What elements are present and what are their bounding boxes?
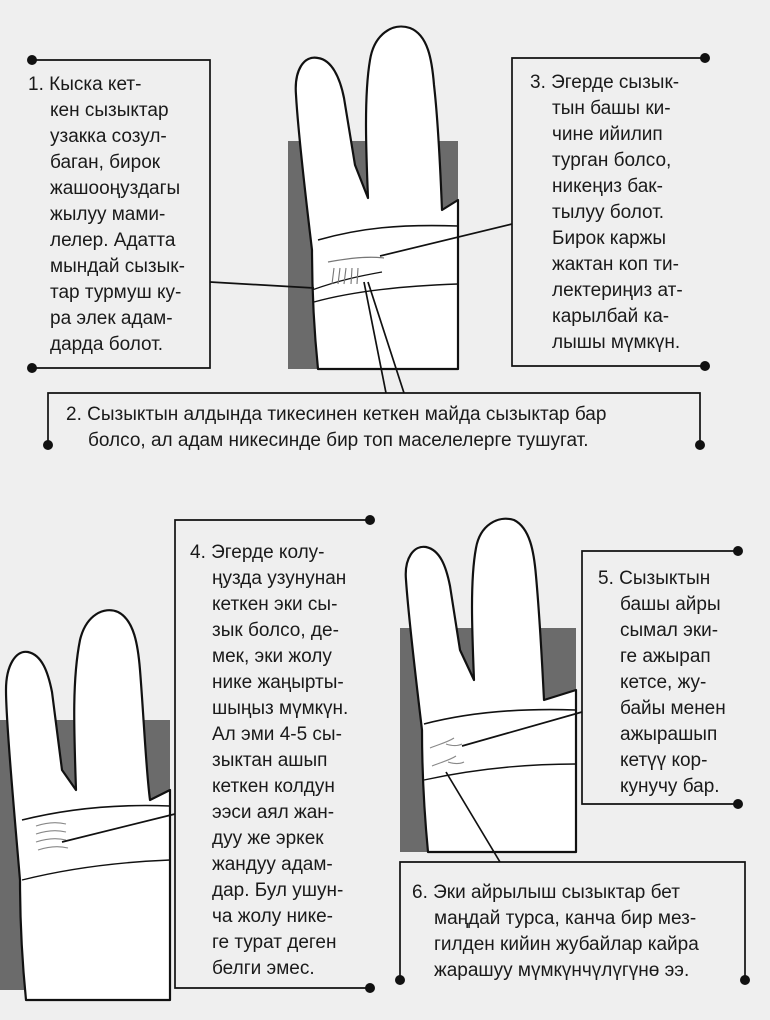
heart-line-top [327,256,385,263]
note-1-line: лелер. Адатта [50,230,176,251]
note-4-line: жандуу адам- [212,854,333,875]
note-4-line: нике жаңырты- [212,672,344,693]
note-1-line: тар турмуш ку- [50,282,182,303]
note-4-line: ча жолу нике- [212,906,333,927]
palm-crease-br-1 [423,708,577,725]
two-long-lines [35,822,69,851]
note-3-line: карылбай ка- [552,306,670,327]
forked-lines [429,737,465,767]
leader-6 [445,771,501,863]
note-1-line: узакка созул- [50,126,167,147]
note-4-line: мек, эки жолу [212,646,332,667]
note-1-line: 1. Кыска кет- [28,74,142,95]
palm-crease-br-2 [423,763,577,781]
note-5-line: кунучу бар. [620,776,720,797]
hand-shape-top [294,25,460,371]
note-4-line: ге турат деген [212,932,337,953]
note-5-line: башы айры [620,594,721,615]
note-4-line: зык болсо, де- [212,620,339,641]
note-4-line: дар. Бул ушун- [212,880,344,901]
hand-shape-bottom-right [404,517,578,854]
hand-illustration-bottom-right [400,517,578,854]
note-4-line: ээси аял жан- [212,802,335,823]
note-4-line: шыңыз мүмкүн. [212,698,349,719]
hand-illustration-top [288,25,460,371]
note-5-line: 5. Сызыктын [598,568,711,589]
note-4-line: 4. Эгерде колу- [190,542,325,563]
note-4-line: дуу же эркек [212,828,324,849]
note-5-line: сымал эки- [620,620,719,641]
note-1: 1. Кыска кет- кен сызыктар узакка созул-… [28,72,185,358]
palm-crease-top-3 [313,283,459,303]
note-2-line: болсо, ал адам никесинде бир топ маселел… [88,430,589,451]
note-4-line: кеткен колдун [212,776,335,797]
palm-crease-top-1 [317,224,459,241]
note-3-line: тылуу болот. [552,202,665,223]
short-vertical-lines [331,267,359,285]
note-4-line: ңузда узунунан [212,568,347,589]
note-5-line: ажырашып [620,724,718,745]
note-1-line: жашооңуздагы [50,178,181,199]
palm-crease-bl-1 [21,804,171,821]
note-1-line: баган, бирок [50,152,161,173]
note-3-line: никеңиз бак- [552,176,663,197]
note-1-line: кен сызыктар [50,100,169,121]
note-6-line: гилден кийин жубайлар кайра [434,934,699,955]
note-1-line: ра элек адам- [50,308,173,329]
note-1-line: дарда болот. [50,334,164,355]
note-1-line: жылуу мами- [50,204,166,225]
hand-illustration-bottom-left [0,609,172,1002]
note-3-line: Бирок каржы [552,228,667,249]
note-6: 6. Эки айрылыш сызыктар бет маңдай турса… [412,880,699,984]
leader-2a [363,281,387,394]
note-3-line: турган болсо, [552,150,672,171]
note-3-line: чине ийилип [552,124,663,145]
note-4: 4. Эгерде колу- ңузда узунунан кеткен эк… [190,540,348,982]
note-5-line: ге ажырап [620,646,711,667]
palm-crease-top-2 [311,271,383,291]
note-2: 2. Сызыктын алдында тикесинен кеткен май… [66,402,606,454]
leader-2b [367,281,405,394]
note-6-line: маңдай турса, канча бир мез- [434,908,697,929]
note-3: 3. Эгерде сызык- тын башы ки- чине ийили… [530,70,683,356]
callout-lines [32,57,746,989]
note-4-line: зыктан ашып [212,750,328,771]
note-5-line: кетүү кор- [620,750,708,771]
note-1-line: мындай сызык- [50,256,185,277]
note-5-line: байы менен [620,698,726,719]
note-5-line: кетсе, жу- [620,672,707,693]
leader-5 [461,711,583,747]
leader-4 [61,813,176,843]
note-4-line: кеткен эки сы- [212,594,338,615]
leader-1 [209,281,315,289]
note-2-line: 2. Сызыктын алдында тикесинен кеткен май… [66,404,607,425]
note-3-line: 3. Эгерде сызык- [530,72,680,93]
note-3-line: лышы мүмкүн. [552,332,681,353]
note-3-line: лектериңиз ат- [552,280,683,301]
note-3-line: жактан коп ти- [552,254,679,275]
note-4-line: белги эмес. [212,958,315,979]
callout-dots [27,53,750,993]
palm-crease-bl-2 [21,859,171,881]
note-5: 5. Сызыктын башы айры сымал эки- ге ажыр… [598,566,726,800]
note-6-line: жарашуу мүмкүнчүлүгүнө ээ. [434,960,690,981]
note-3-line: тын башы ки- [552,98,671,119]
note-4-line: Ал эми 4-5 сы- [212,724,342,745]
note-6-line: 6. Эки айрылыш сызыктар бет [412,882,680,903]
hand-shape-bottom-left [4,609,172,1002]
leader-3 [379,223,513,257]
